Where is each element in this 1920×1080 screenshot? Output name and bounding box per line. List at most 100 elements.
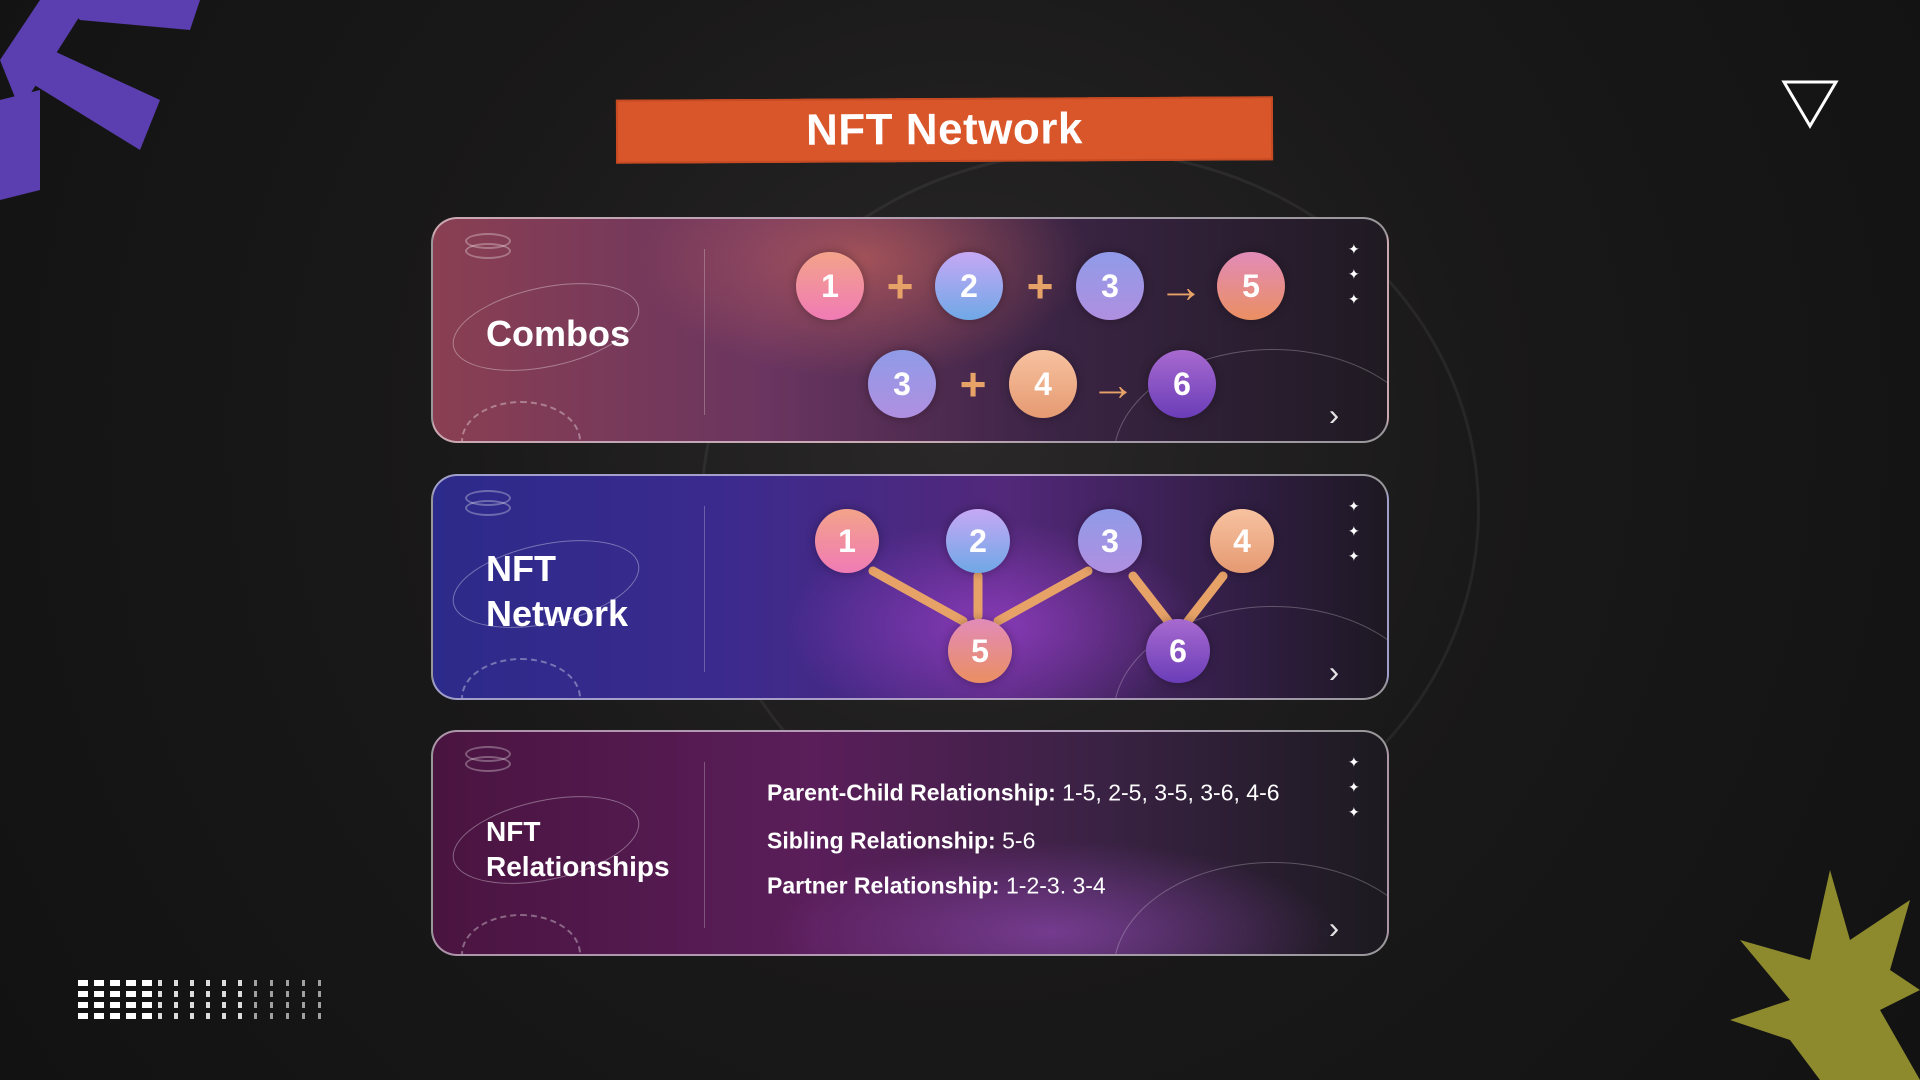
dot bbox=[142, 1002, 152, 1008]
dot bbox=[238, 991, 242, 997]
sparkle-icons: ✦✦✦ bbox=[1348, 754, 1360, 820]
dot bbox=[126, 1002, 136, 1008]
nft-node-4: 4 bbox=[1210, 509, 1274, 573]
dot bbox=[110, 1013, 120, 1019]
nft-node-3: 3 bbox=[1076, 252, 1144, 320]
dot bbox=[94, 1002, 104, 1008]
dot bbox=[222, 991, 226, 997]
relationship-key: Parent-Child Relationship: bbox=[767, 779, 1056, 806]
dot bbox=[190, 991, 194, 997]
dot bbox=[318, 980, 321, 986]
sibling-relationship: Sibling Relationship: 5-6 bbox=[767, 828, 1035, 855]
dot bbox=[110, 1002, 120, 1008]
arrow-right-icon: → bbox=[1158, 260, 1204, 312]
dot bbox=[206, 1013, 210, 1019]
dot bbox=[142, 980, 152, 986]
dot bbox=[254, 980, 257, 986]
relationship-value: 1-5, 2-5, 3-5, 3-6, 4-6 bbox=[1055, 779, 1280, 806]
page-title: NFT Network bbox=[805, 104, 1084, 155]
dot bbox=[238, 1013, 242, 1019]
divider bbox=[704, 762, 705, 928]
dot bbox=[78, 991, 88, 997]
dot bbox=[286, 1013, 289, 1019]
dot bbox=[270, 1013, 273, 1019]
dot bbox=[318, 991, 321, 997]
dot bbox=[158, 1002, 162, 1008]
dot bbox=[94, 991, 104, 997]
purple-starburst-decoration bbox=[0, 0, 200, 200]
dot bbox=[78, 980, 88, 986]
dot bbox=[222, 1013, 226, 1019]
dot bbox=[286, 991, 289, 997]
card-label: Combos bbox=[486, 313, 630, 354]
dot bbox=[190, 1002, 194, 1008]
dot bbox=[302, 1002, 305, 1008]
nft-node-6: 6 bbox=[1146, 619, 1210, 683]
dot bbox=[286, 1002, 289, 1008]
relationship-key: Partner Relationship: bbox=[767, 872, 1000, 899]
dot bbox=[318, 1002, 321, 1008]
dot bbox=[238, 980, 242, 986]
dot bbox=[302, 1013, 305, 1019]
dot bbox=[174, 991, 178, 997]
dot bbox=[78, 1002, 88, 1008]
partner-relationship: Partner Relationship: 1-2-3. 3-4 bbox=[767, 873, 1106, 900]
rings-icon bbox=[465, 746, 511, 774]
dot bbox=[158, 1013, 162, 1019]
dot bbox=[206, 991, 210, 997]
parent-child-relationship: Parent-Child Relationship: 1-5, 2-5, 3-5… bbox=[767, 780, 1280, 807]
dot bbox=[190, 1013, 194, 1019]
label-line: NFT bbox=[486, 548, 556, 589]
title-banner: NFT Network bbox=[615, 96, 1274, 164]
combos-card: Combos 1 + 2 + 3 → 5 3 + 4 → 6 ✦✦✦ ››› bbox=[431, 217, 1389, 443]
network-links bbox=[868, 566, 1228, 626]
sparkle-icons: ✦✦✦ bbox=[1348, 241, 1360, 307]
dot bbox=[142, 1013, 152, 1019]
arrow-right-icon: → bbox=[1090, 358, 1136, 410]
label-line: Network bbox=[486, 593, 629, 634]
dot bbox=[158, 980, 162, 986]
divider bbox=[704, 249, 705, 415]
dot bbox=[142, 991, 152, 997]
dot bbox=[174, 980, 178, 986]
dial-decoration bbox=[461, 401, 581, 441]
dot bbox=[222, 980, 226, 986]
dot bbox=[158, 991, 162, 997]
plus-icon: + bbox=[886, 260, 914, 312]
dot bbox=[110, 980, 120, 986]
plus-icon: + bbox=[959, 358, 987, 410]
dot bbox=[318, 1013, 321, 1019]
dot bbox=[238, 1002, 242, 1008]
nft-node-3: 3 bbox=[868, 350, 936, 418]
dot bbox=[270, 980, 273, 986]
dot bbox=[174, 1002, 178, 1008]
nft-node-5: 5 bbox=[948, 619, 1012, 683]
relationship-value: 5-6 bbox=[995, 827, 1036, 854]
dot bbox=[254, 1002, 257, 1008]
dot bbox=[94, 980, 104, 986]
rings-icon bbox=[465, 233, 511, 261]
dot bbox=[254, 1013, 257, 1019]
triangle-down-icon[interactable] bbox=[1780, 78, 1840, 130]
olive-starburst-decoration bbox=[1730, 870, 1920, 1080]
dot bbox=[206, 1002, 210, 1008]
dot bbox=[222, 1002, 226, 1008]
dot bbox=[270, 1002, 273, 1008]
dot bbox=[302, 980, 305, 986]
dot bbox=[78, 1013, 88, 1019]
label-line: Relationships bbox=[486, 851, 670, 882]
dot bbox=[126, 1013, 136, 1019]
sparkle-icons: ✦✦✦ bbox=[1348, 498, 1360, 564]
nft-node-1: 1 bbox=[815, 509, 879, 573]
nft-node-4: 4 bbox=[1009, 350, 1077, 418]
dot bbox=[126, 991, 136, 997]
dot bbox=[270, 991, 273, 997]
dot bbox=[286, 980, 289, 986]
dot bbox=[190, 980, 194, 986]
nft-node-6: 6 bbox=[1148, 350, 1216, 418]
dot bbox=[206, 980, 210, 986]
arc-decoration bbox=[1113, 862, 1387, 954]
